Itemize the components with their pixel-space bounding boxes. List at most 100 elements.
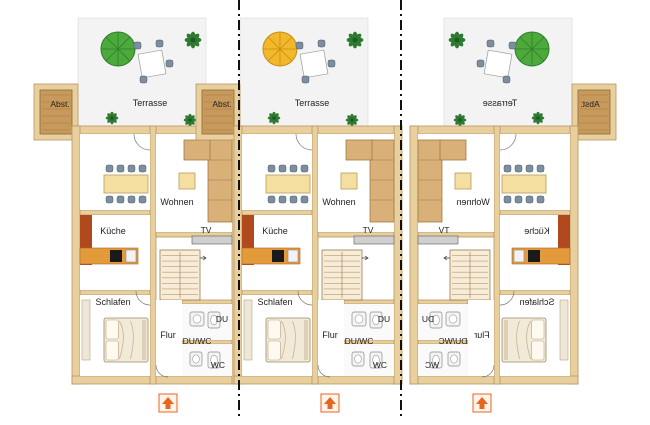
terrace-chair xyxy=(327,59,336,68)
umbrella-icon xyxy=(262,31,298,67)
toilet-icon xyxy=(207,351,221,369)
bed xyxy=(501,317,547,363)
sofa xyxy=(417,139,443,223)
tv-label: TV xyxy=(363,225,374,235)
entrance-arrow-icon xyxy=(158,393,178,413)
hall-floor xyxy=(468,300,494,376)
unit-2-content: Abst.WohnenTVKücheSchlafenFlurDUDU/WCWCT… xyxy=(195,17,403,413)
terrace-chair xyxy=(508,41,517,50)
sofa-arm xyxy=(345,139,373,161)
kueche-label: Küche xyxy=(262,226,288,236)
abst-room xyxy=(201,89,235,135)
basin-icon xyxy=(189,351,203,367)
interior-wall-center xyxy=(149,125,157,385)
terrace-chair xyxy=(139,75,148,84)
sink-icon xyxy=(287,249,299,263)
house-wall-left xyxy=(569,125,579,385)
stove-icon xyxy=(528,250,540,262)
wohnen-label: Wohnen xyxy=(456,197,489,207)
dining-chair xyxy=(278,195,287,204)
abst-room xyxy=(39,89,73,135)
shower-icon xyxy=(351,311,367,327)
staircase xyxy=(449,249,491,301)
door-arc xyxy=(499,290,515,306)
dining-chair xyxy=(536,164,545,173)
wc-label: WC xyxy=(373,360,387,370)
wardrobe xyxy=(559,299,569,361)
dining-chair xyxy=(289,164,298,173)
dining-chair xyxy=(300,164,309,173)
plant-icon xyxy=(183,113,197,127)
kitchen-counter-bottom xyxy=(511,247,571,265)
du-wc-label: DU/WC xyxy=(345,336,374,346)
door-arc xyxy=(481,364,495,378)
bed xyxy=(265,317,311,363)
dining-chair xyxy=(127,195,136,204)
house-wall-left xyxy=(71,125,81,385)
coffee-table xyxy=(340,172,358,190)
dining-chair xyxy=(300,195,309,204)
sofa xyxy=(369,139,395,223)
dining-chair xyxy=(278,164,287,173)
living-floor xyxy=(242,134,312,210)
interior-wall-bath xyxy=(343,299,395,305)
tv-unit xyxy=(191,235,233,245)
dining-table xyxy=(103,174,149,194)
interior-wall-bedroom xyxy=(79,289,151,296)
dining-chair xyxy=(514,195,523,204)
wc-label: WC xyxy=(211,360,225,370)
dining-chair xyxy=(536,195,545,204)
living-floor xyxy=(500,134,570,210)
toilet-icon xyxy=(429,311,443,329)
interior-wall-center xyxy=(493,125,501,385)
stove-icon xyxy=(272,250,284,262)
sink-icon xyxy=(513,249,525,263)
dining-chair xyxy=(267,164,276,173)
terrace-chair xyxy=(502,75,511,84)
door-arc xyxy=(295,133,313,151)
dining-chair xyxy=(105,195,114,204)
hall-floor xyxy=(156,300,182,376)
wohnen-label: Wohnen xyxy=(322,197,355,207)
kitchen-counter-bottom xyxy=(79,247,139,265)
toilet-icon xyxy=(369,351,383,369)
wc-label: WC xyxy=(425,360,439,370)
living-floor xyxy=(80,134,150,210)
terrace-chair xyxy=(317,39,326,48)
abst-label: Abst. xyxy=(212,99,231,109)
abst-label: Abst. xyxy=(50,99,69,109)
bed xyxy=(103,317,149,363)
du-wc-label: DU/WC xyxy=(439,336,468,346)
plant-icon xyxy=(184,31,202,49)
tv-label: TV xyxy=(201,225,212,235)
plant-icon xyxy=(448,31,466,49)
sofa-arm xyxy=(183,139,211,161)
terrasse-label: Terrasse xyxy=(483,98,518,108)
umbrella-icon xyxy=(514,31,550,67)
terrace-chair xyxy=(133,41,142,50)
plant-icon xyxy=(346,31,364,49)
flur-label: Flur xyxy=(322,330,338,340)
staircase xyxy=(321,249,363,301)
basin-icon xyxy=(447,351,461,367)
dining-chair xyxy=(503,195,512,204)
du-wc-label: DU/WC xyxy=(183,336,212,346)
door-arc xyxy=(135,290,151,306)
staircase xyxy=(159,249,201,301)
dining-chair xyxy=(105,164,114,173)
interior-wall-bath xyxy=(417,299,469,305)
dining-table xyxy=(501,174,547,194)
schlafen-label: Schlafen xyxy=(519,297,554,307)
dining-chair xyxy=(289,195,298,204)
entrance-arrow-icon xyxy=(320,393,340,413)
stairs-arrow-icon xyxy=(443,255,450,261)
dining-table xyxy=(265,174,311,194)
hall-floor xyxy=(318,300,344,376)
du-label: DU xyxy=(216,314,228,324)
kitchen-counter-bottom xyxy=(241,247,301,265)
wohnen-label: Wohnen xyxy=(160,197,193,207)
toilet-icon xyxy=(369,311,383,329)
stairs-arrow-icon xyxy=(362,255,369,261)
terrace-chair xyxy=(486,39,495,48)
flur-label: Flur xyxy=(474,330,490,340)
